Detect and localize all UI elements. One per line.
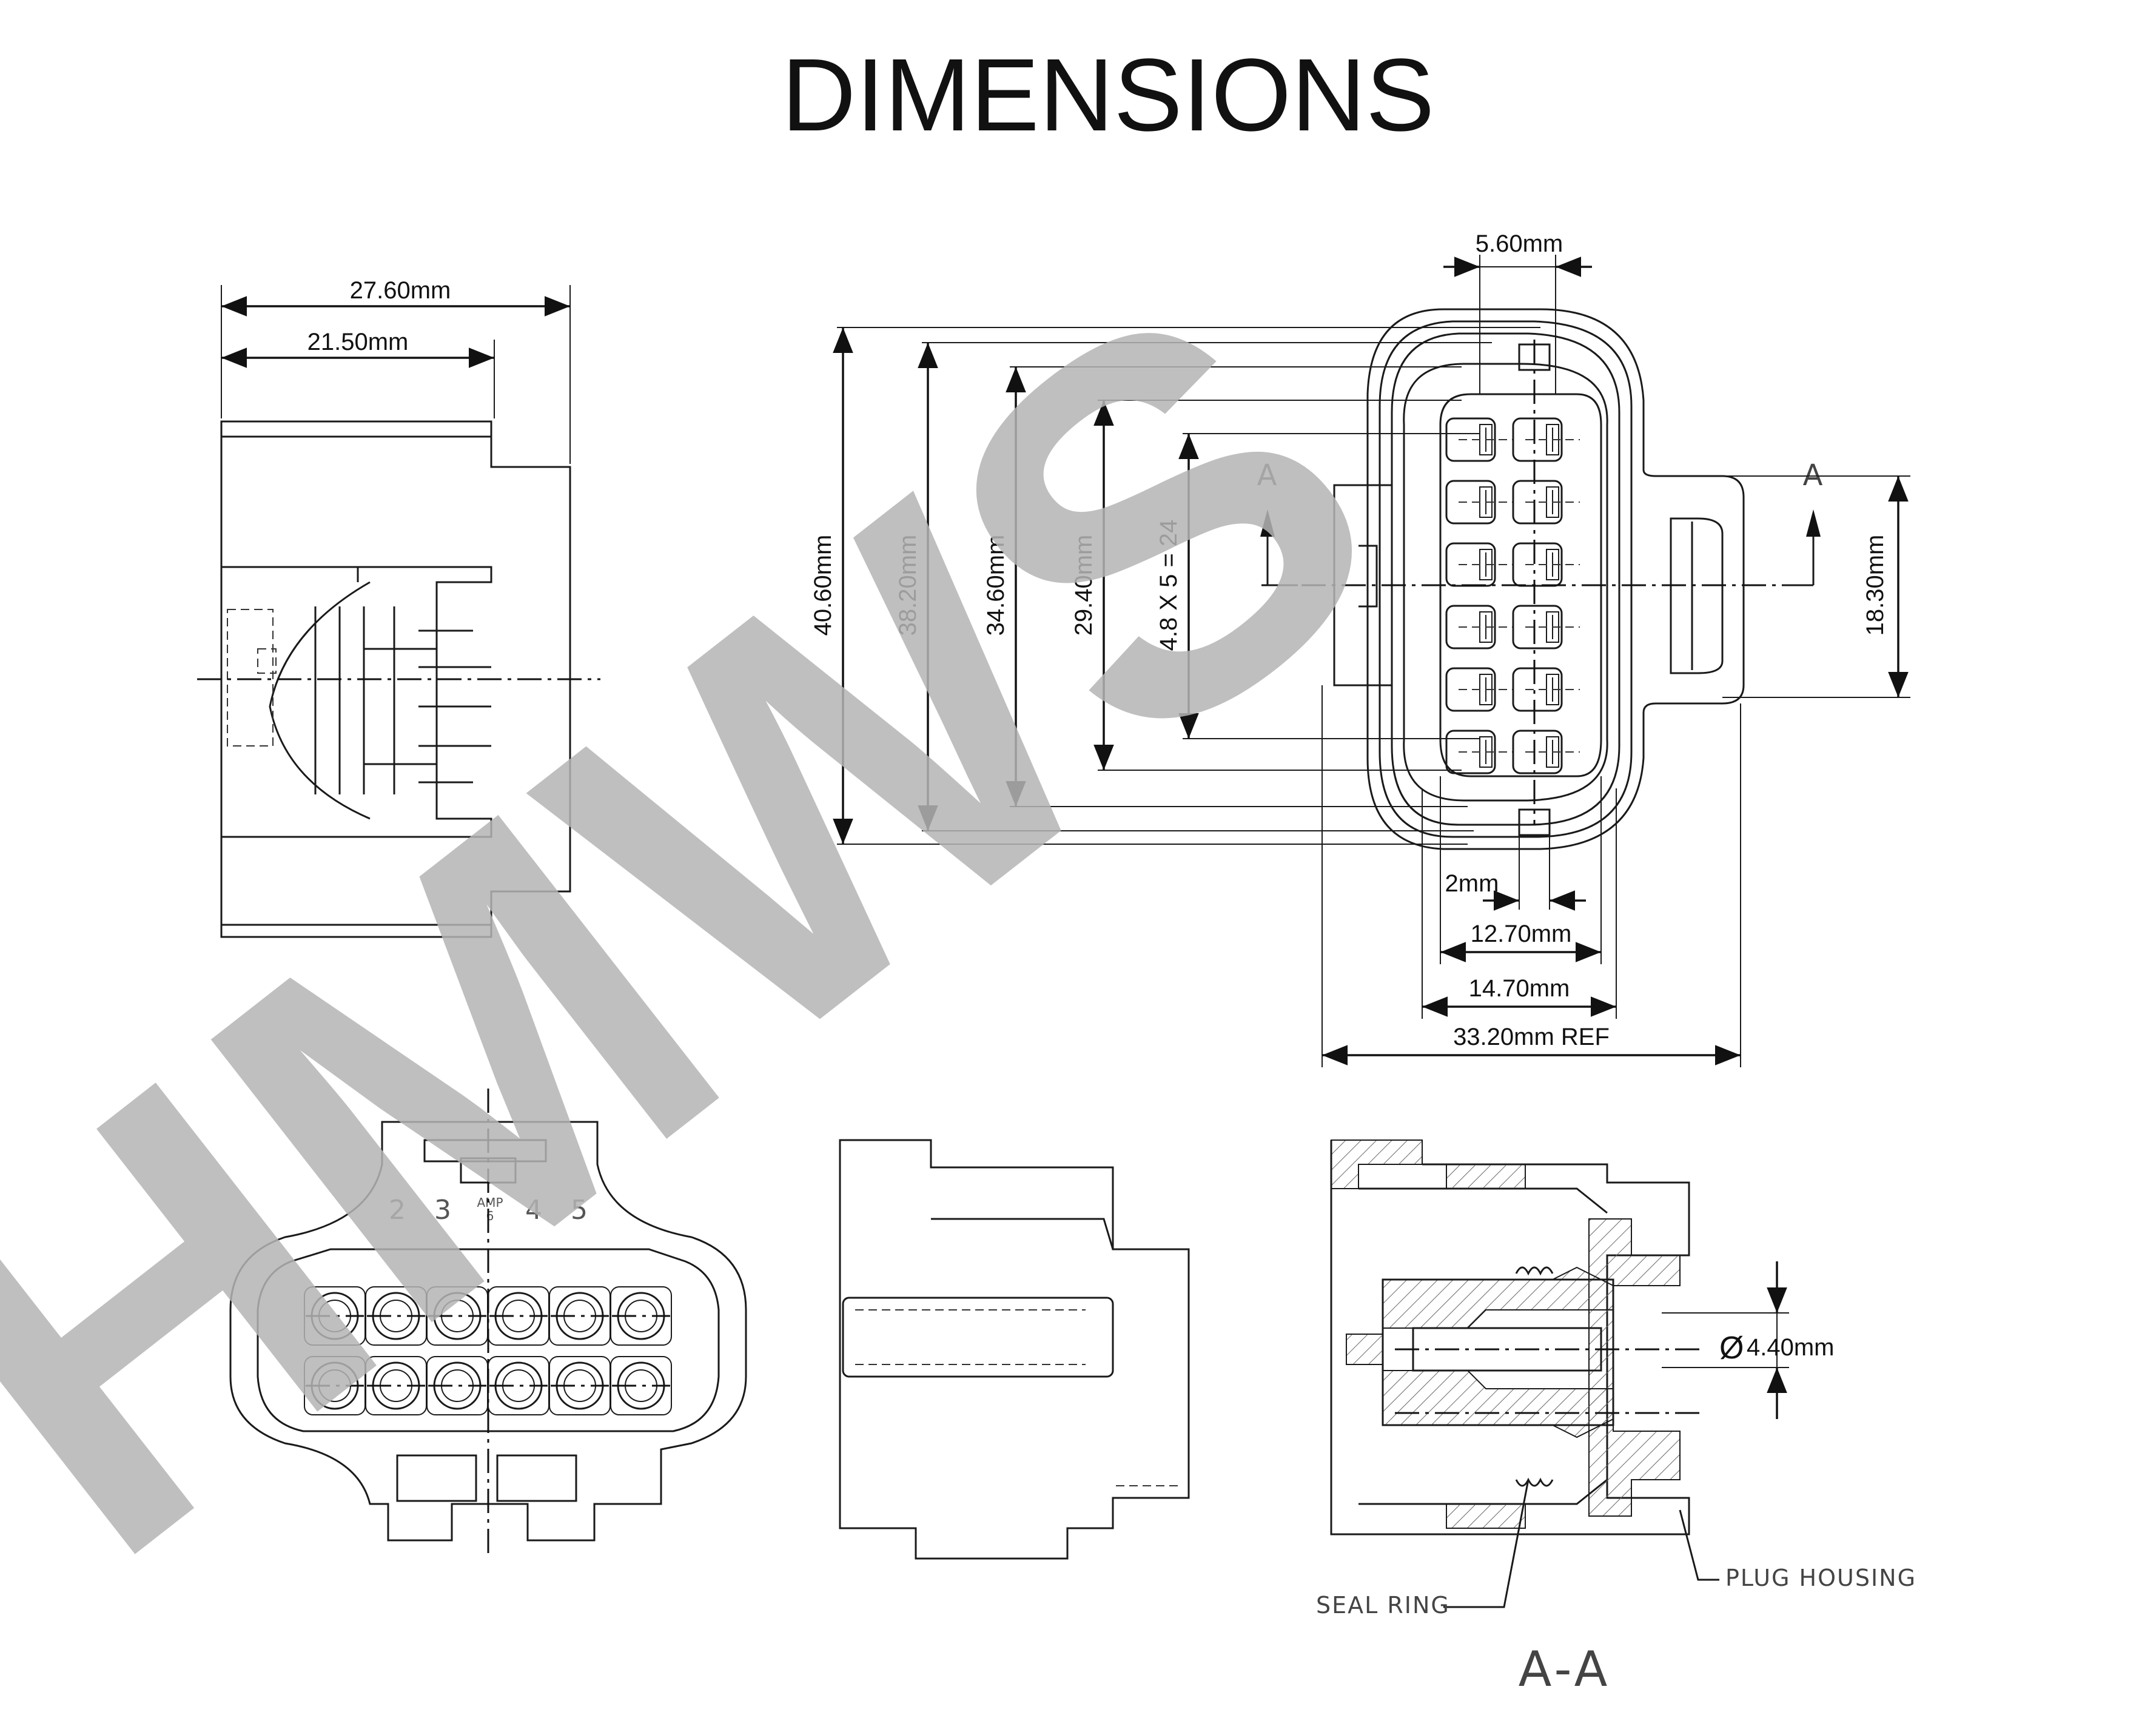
dim-width-inner: 12.70mm xyxy=(1471,921,1572,947)
face-cavity xyxy=(610,1356,672,1415)
face-cavity xyxy=(365,1286,427,1346)
dim-height-2: 38.20mm xyxy=(895,535,921,636)
cavity xyxy=(1445,417,1513,462)
face-cavity xyxy=(549,1356,611,1415)
pin-number-4: 4 xyxy=(525,1195,542,1226)
section-view: Ø 4.40mm SEAL RING PLUG HOUSING A-A xyxy=(1316,1139,1916,1697)
brand-mark: AMP xyxy=(477,1195,503,1210)
dim-body-length: 21.50mm xyxy=(307,329,409,355)
cavity xyxy=(1512,542,1580,587)
pin-number-3: 3 xyxy=(434,1195,451,1226)
seal-ring-label: SEAL RING xyxy=(1316,1592,1450,1619)
cavity-grid xyxy=(1445,417,1580,774)
cavity xyxy=(1512,480,1580,525)
dim-latch-height: 18.30mm xyxy=(1862,535,1889,636)
dim-gap: 2mm xyxy=(1445,870,1499,897)
front-view: A A 40.60mm 38.20mm 34.60mm 29.40mm 4.8 … xyxy=(810,230,1910,1067)
dim-cavity-spacing: 4.8 X 5 = 24 xyxy=(1155,520,1182,651)
dim-width-outer: 14.70mm xyxy=(1469,975,1570,1002)
cavity xyxy=(1445,730,1513,774)
cavity xyxy=(1512,605,1580,649)
section-title: A-A xyxy=(1519,1641,1611,1697)
pin-number-2: 2 xyxy=(389,1195,406,1226)
cavity xyxy=(1445,667,1513,712)
profile-view xyxy=(839,1139,1190,1560)
pin-number-5: 5 xyxy=(571,1195,588,1226)
face-cavity xyxy=(304,1356,366,1415)
face-view: 2 3 AMP 6 4 5 xyxy=(229,1089,747,1559)
side-view: 27.60mm 21.50mm xyxy=(197,277,600,938)
dim-height-4: 29.40mm xyxy=(1070,535,1097,636)
face-cavity-grid xyxy=(304,1286,672,1415)
cavity xyxy=(1445,605,1513,649)
face-cavity xyxy=(610,1286,672,1346)
face-cavity xyxy=(426,1286,488,1346)
dim-width-ref: 33.20mm REF xyxy=(1453,1024,1610,1050)
cavity xyxy=(1445,480,1513,525)
plug-housing-label: PLUG HOUSING xyxy=(1725,1565,1916,1591)
cavity xyxy=(1512,730,1580,774)
dim-bore-diameter: 4.40mm xyxy=(1747,1334,1835,1361)
face-cavity xyxy=(549,1286,611,1346)
dim-height-3: 34.60mm xyxy=(982,535,1009,636)
page-title: DIMENSIONS xyxy=(782,38,1435,153)
cavity xyxy=(1445,542,1513,587)
cavity xyxy=(1512,417,1580,462)
section-marker-left: A xyxy=(1257,458,1278,492)
dim-height-overall: 40.60mm xyxy=(810,535,836,636)
dim-overall-length: 27.60mm xyxy=(350,277,451,304)
dim-pitch: 5.60mm xyxy=(1476,230,1563,257)
diameter-symbol: Ø xyxy=(1719,1331,1744,1366)
cavity xyxy=(1512,667,1580,712)
